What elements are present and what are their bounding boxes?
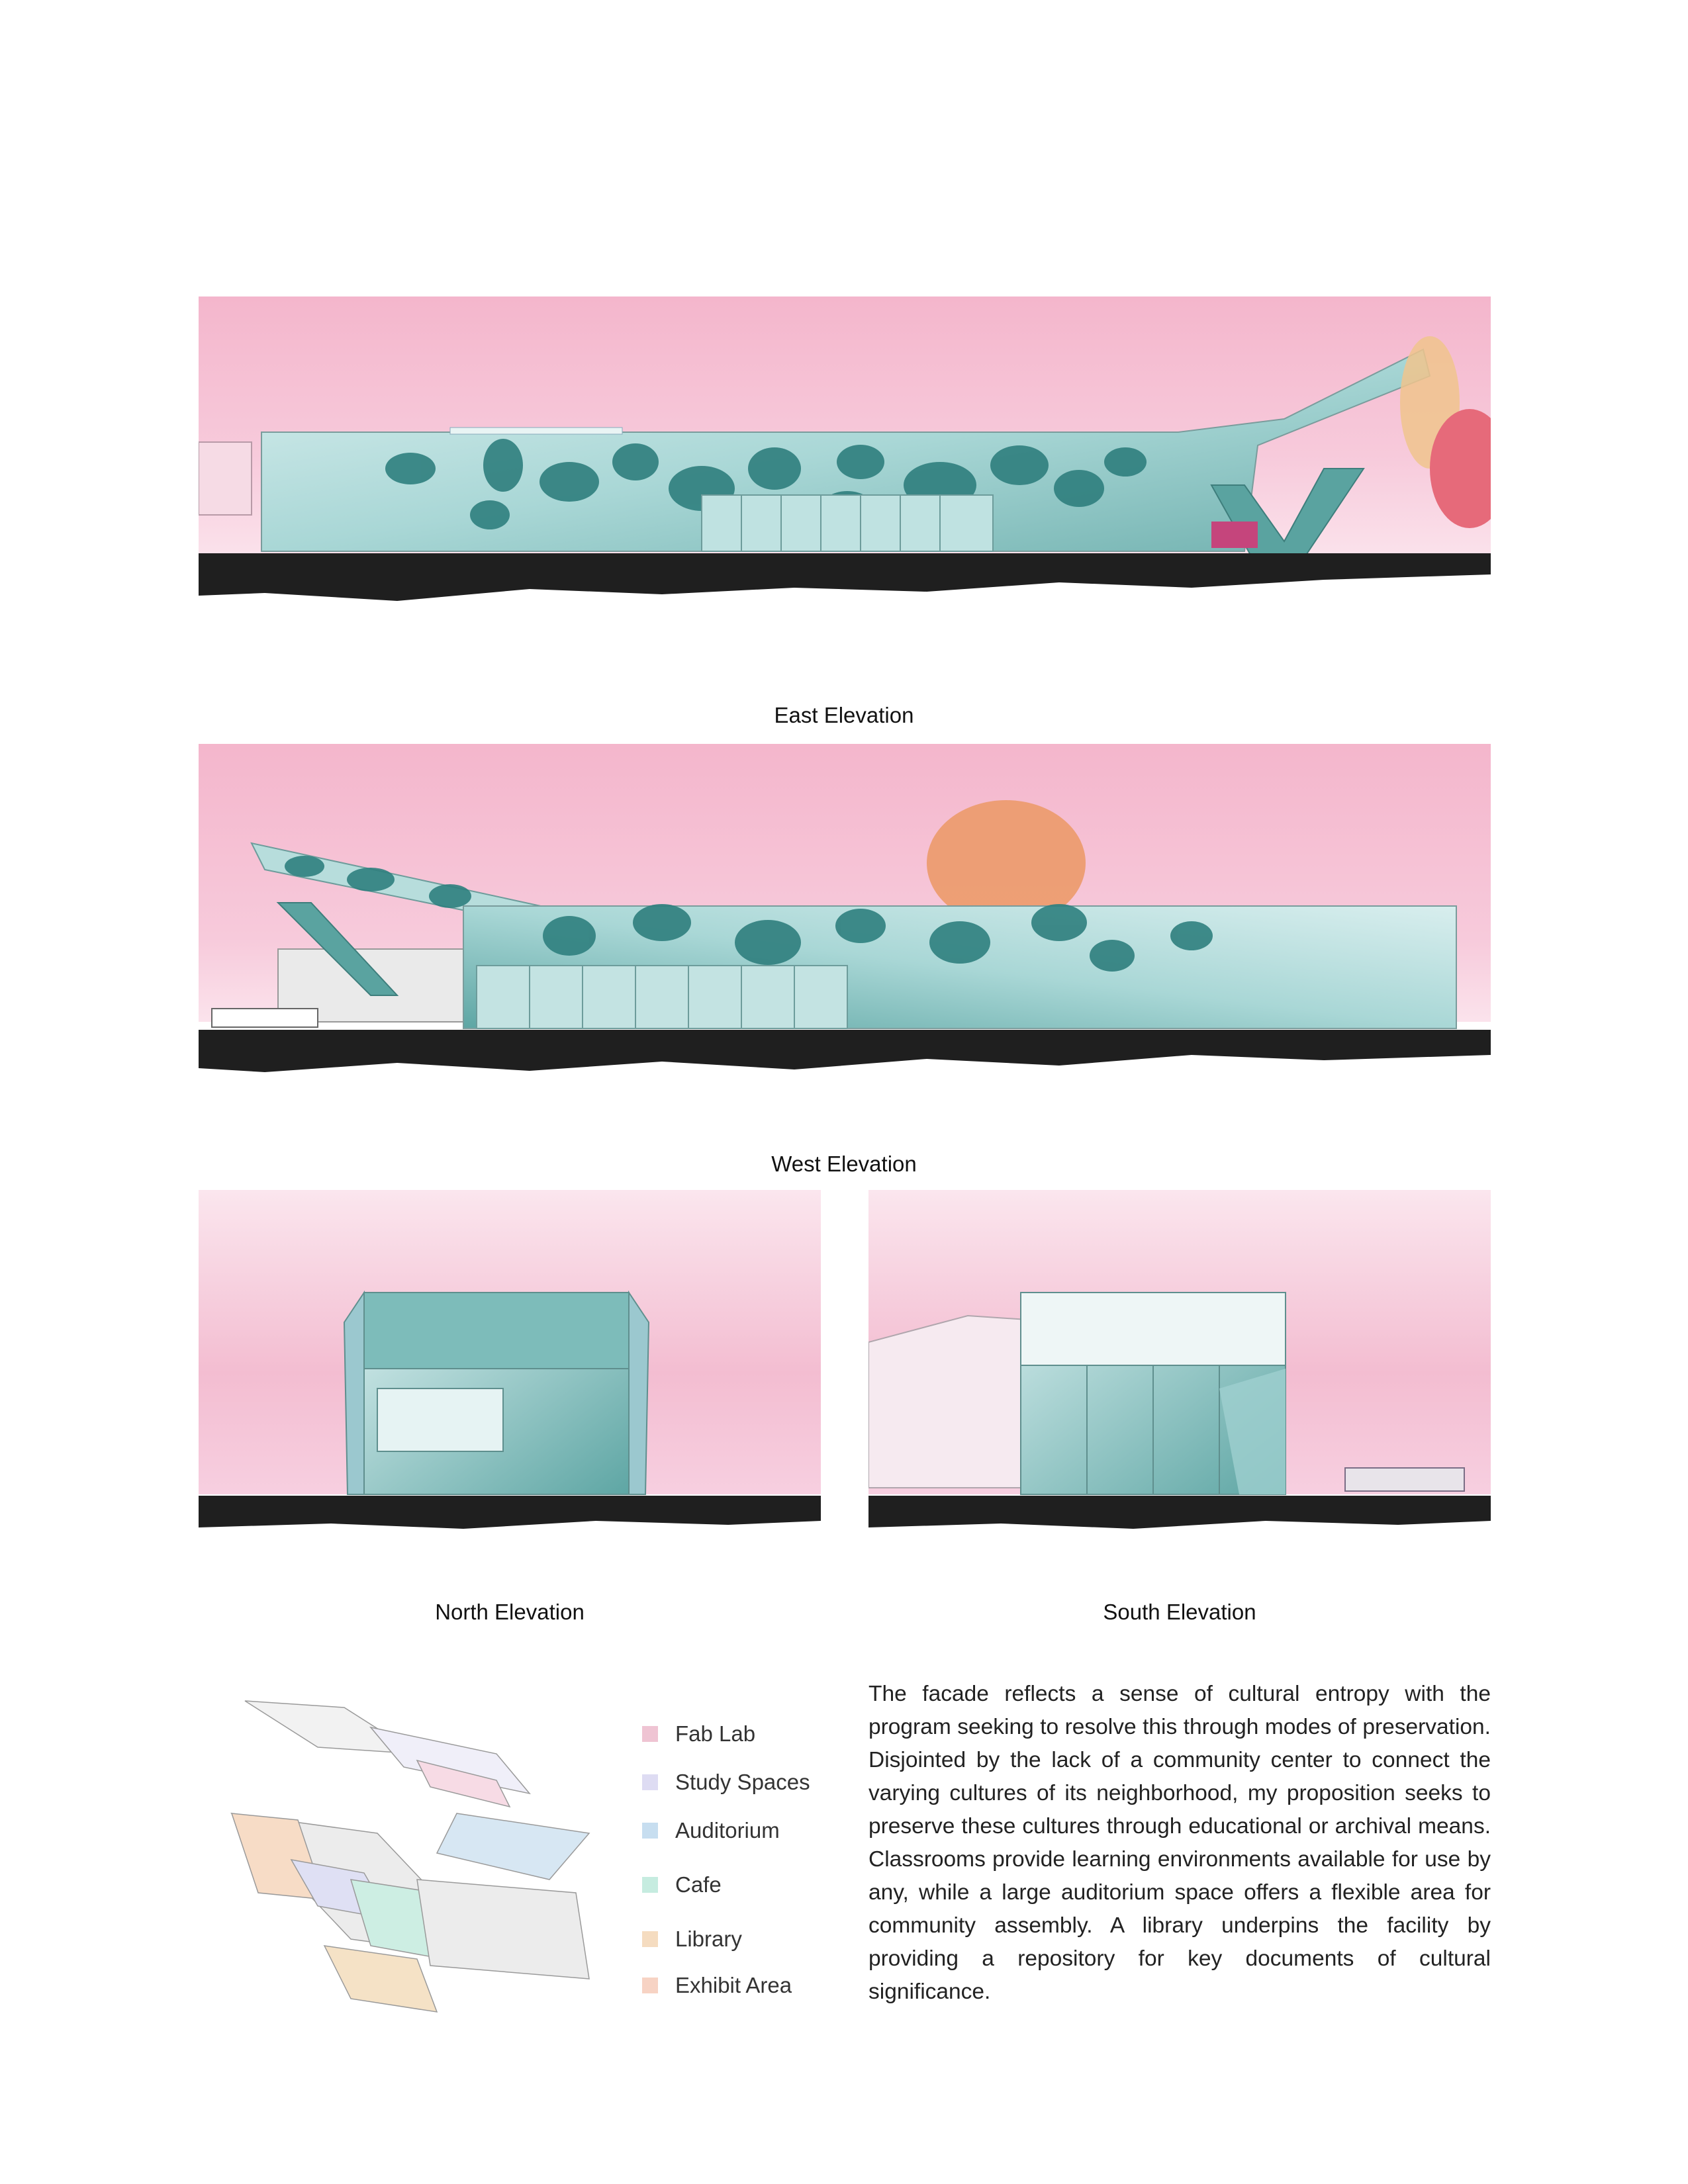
south-elevation-caption: South Elevation — [1103, 1600, 1256, 1624]
program-axonometric-diagram — [218, 1681, 616, 2065]
legend-item-library: Library — [642, 1926, 742, 1952]
south-elevation-drawing — [868, 1190, 1491, 1584]
library-swatch — [642, 1931, 658, 1947]
west-elevation-caption: West Elevation — [771, 1152, 917, 1176]
north-elevation-caption: North Elevation — [435, 1600, 585, 1624]
fab-lab-swatch — [642, 1726, 658, 1742]
legend-label: Fab Lab — [675, 1721, 756, 1746]
project-description: The facade reflects a sense of cultural … — [868, 1682, 1491, 2004]
auditorium-swatch — [642, 1823, 658, 1839]
legend-item-cafe: Cafe — [642, 1872, 722, 1898]
north-elevation-drawing — [199, 1190, 821, 1584]
legend-item-fab-lab: Fab Lab — [642, 1721, 755, 1747]
legend-label: Auditorium — [675, 1818, 780, 1843]
legend-item-exhibit-area: Exhibit Area — [642, 1972, 792, 1999]
cafe-swatch — [642, 1877, 658, 1893]
west-elevation-drawing — [199, 744, 1491, 1148]
study-spaces-swatch — [642, 1774, 658, 1790]
legend-label: Exhibit Area — [675, 1973, 792, 1997]
legend-label: Library — [675, 1927, 742, 1951]
east-elevation-caption: East Elevation — [774, 703, 914, 727]
legend-item-study-spaces: Study Spaces — [642, 1769, 810, 1796]
legend-label: Cafe — [675, 1872, 722, 1897]
legend-label: Study Spaces — [675, 1770, 810, 1794]
exhibit-area-swatch — [642, 1978, 658, 1993]
east-elevation-drawing — [199, 296, 1491, 702]
legend-item-auditorium: Auditorium — [642, 1817, 780, 1844]
